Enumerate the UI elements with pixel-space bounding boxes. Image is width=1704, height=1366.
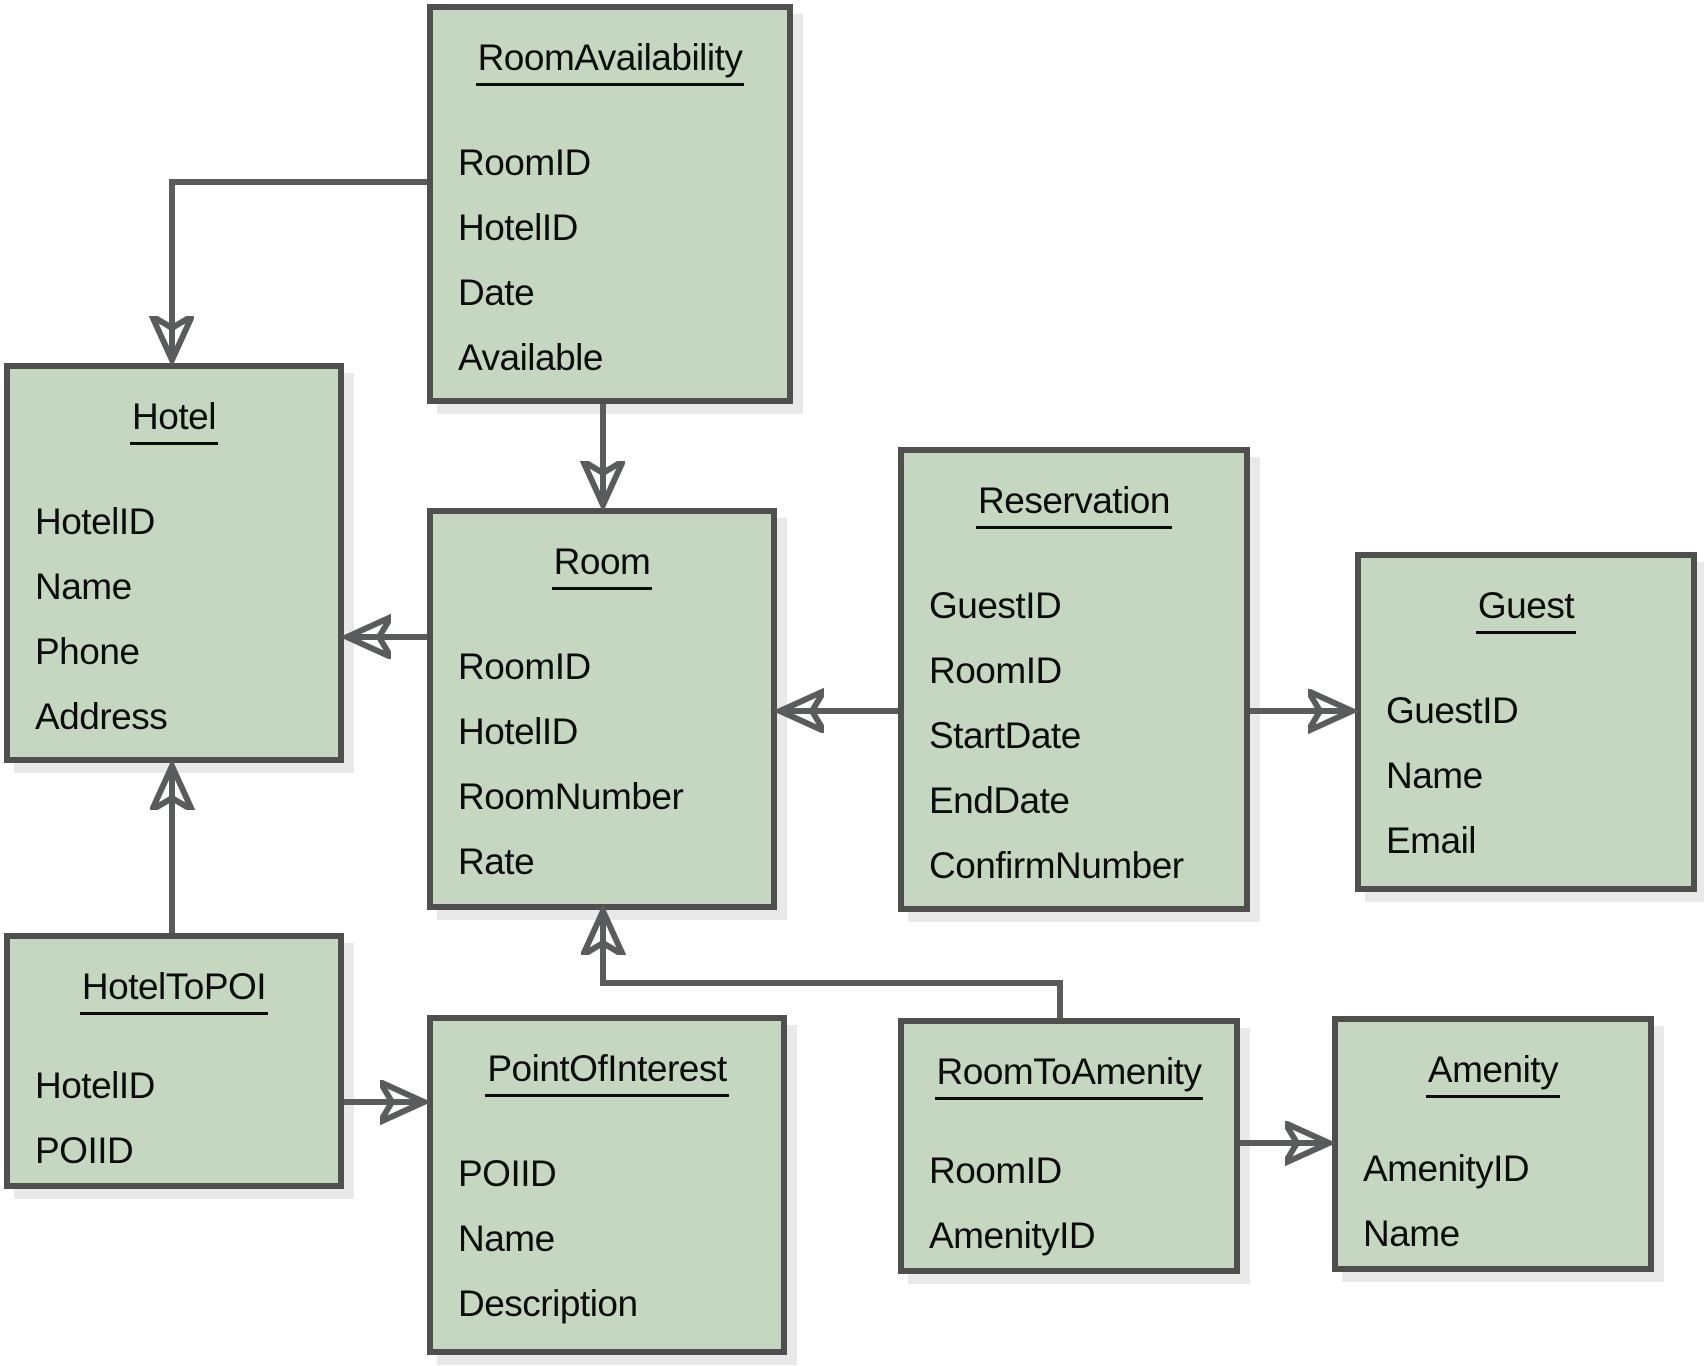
entity-field: Available [458,337,603,378]
entity-title: PointOfInterest [433,1047,781,1097]
entity-room-to-amenity: RoomToAmenity RoomID AmenityID [898,1018,1240,1274]
entity-guest: Guest GuestID Name Email [1355,552,1697,892]
entity-title: RoomToAmenity [904,1050,1234,1100]
entity-field: Email [1386,820,1477,861]
entity-field-list: RoomID HotelID RoomNumber Rate [433,634,771,894]
entity-field: Address [35,696,168,737]
entity-field: RoomID [929,650,1062,691]
entity-field: Name [458,1218,555,1259]
entity-field-list: POIID Name Description [433,1141,781,1336]
entity-field: RoomID [458,646,591,687]
entity-title: HotelToPOI [10,965,338,1015]
entity-field: Name [1363,1213,1460,1254]
entity-field: RoomNumber [458,776,684,817]
entity-title: RoomAvailability [433,36,787,86]
entity-field: Description [458,1283,638,1324]
entity-field: Name [1386,755,1483,796]
entity-field: RoomID [458,142,591,183]
entity-field: RoomID [929,1150,1062,1191]
entity-field: StartDate [929,715,1081,756]
entity-field: GuestID [929,585,1062,626]
arrow-roomtoamenity-to-room [603,911,1063,1018]
entity-field: HotelID [35,1065,155,1106]
entity-field-list: HotelID POIID [10,1053,338,1183]
entity-reservation: Reservation GuestID RoomID StartDate End… [898,447,1250,912]
entity-field-list: RoomID HotelID Date Available [433,130,787,390]
entity-field-list: AmenityID Name [1338,1136,1648,1266]
entity-field: Name [35,566,132,607]
entity-field: HotelID [458,711,578,752]
entity-field: Phone [35,631,140,672]
entity-field-list: GuestID RoomID StartDate EndDate Confirm… [904,573,1244,898]
entity-room: Room RoomID HotelID RoomNumber Rate [427,508,777,910]
entity-title: Amenity [1338,1048,1648,1098]
entity-field: HotelID [35,501,155,542]
entity-amenity: Amenity AmenityID Name [1332,1016,1654,1272]
entity-field: AmenityID [929,1215,1096,1256]
arrow-roomavailability-to-hotel [172,179,427,360]
entity-room-availability: RoomAvailability RoomID HotelID Date Ava… [427,4,793,404]
entity-title: Hotel [10,395,338,445]
entity-hotel-to-poi: HotelToPOI HotelID POIID [4,933,344,1189]
entity-title: Reservation [904,479,1244,529]
entity-field: ConfirmNumber [929,845,1184,886]
entity-field: EndDate [929,780,1070,821]
entity-title: Room [433,540,771,590]
entity-hotel: Hotel HotelID Name Phone Address [4,363,344,763]
entity-field: POIID [35,1130,134,1171]
entity-field: Date [458,272,535,313]
entity-field: AmenityID [1363,1148,1530,1189]
entity-field: GuestID [1386,690,1519,731]
entity-field: POIID [458,1153,557,1194]
entity-field-list: RoomID AmenityID [904,1138,1234,1268]
entity-field: Rate [458,841,535,882]
entity-field-list: HotelID Name Phone Address [10,489,338,749]
entity-field: HotelID [458,207,578,248]
entity-point-of-interest: PointOfInterest POIID Name Description [427,1015,787,1355]
entity-field-list: GuestID Name Email [1361,678,1691,873]
entity-title: Guest [1361,584,1691,634]
